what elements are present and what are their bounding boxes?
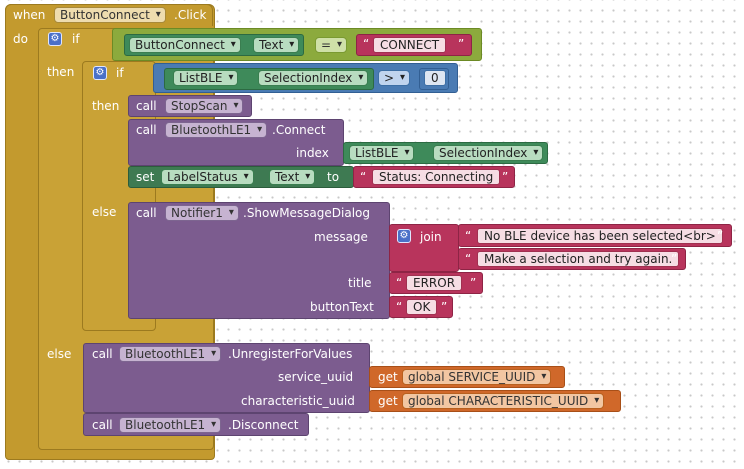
arg-component-dropdown[interactable]: ListBLE — [349, 145, 415, 161]
outer-if-label: if — [72, 32, 80, 46]
service-var-dropdown[interactable]: global SERVICE_UUID — [402, 369, 552, 385]
event-component-dropdown[interactable]: ButtonConnect — [54, 7, 166, 23]
buttontext-label: buttonText — [310, 300, 374, 314]
get-label: get — [378, 370, 398, 384]
open-quote-icon: “ — [465, 252, 472, 266]
set-component-dropdown[interactable]: LabelStatus — [161, 169, 254, 185]
open-quote-icon: “ — [396, 276, 403, 290]
text-ok-field[interactable]: OK — [406, 299, 438, 315]
call-label: call — [136, 99, 157, 113]
unregister-component-dropdown[interactable]: BluetoothLE1 — [119, 346, 222, 362]
open-quote-icon: “ — [360, 170, 367, 184]
event-name-label: .Click — [174, 8, 207, 22]
disconnect-component-dropdown[interactable]: BluetoothLE1 — [119, 417, 222, 433]
unregister-method-label: .UnregisterForValues — [228, 347, 353, 361]
join-label: join — [420, 230, 442, 244]
close-quote-icon: ” — [470, 276, 477, 290]
call-label: call — [92, 347, 113, 361]
service-uuid-label: service_uuid — [278, 370, 354, 384]
close-quote-icon: ” — [717, 229, 724, 243]
cond2-property-dropdown[interactable]: SelectionIndex — [258, 70, 369, 86]
close-quote-icon: ” — [502, 170, 509, 184]
inner-else-label: else — [92, 205, 117, 219]
when-label: when — [13, 8, 46, 22]
characteristic-uuid-label: characteristic_uuid — [241, 394, 355, 408]
outer-then-label: then — [47, 65, 75, 79]
call-label: call — [136, 123, 157, 137]
outer-else-label: else — [47, 347, 72, 361]
close-quote-icon: ” — [458, 37, 465, 51]
inner-then-label: then — [92, 99, 120, 113]
number-field[interactable]: 0 — [424, 70, 446, 86]
join-gear-icon[interactable]: ⚙ — [397, 229, 411, 243]
message-label: message — [314, 230, 368, 244]
cond-property-dropdown[interactable]: Text — [253, 37, 300, 53]
to-label: to — [327, 170, 340, 184]
arg-property-dropdown[interactable]: SelectionIndex — [433, 145, 544, 161]
get-label: get — [378, 394, 398, 408]
notifier-component-dropdown[interactable]: Notifier1 — [165, 205, 239, 221]
connect-component-dropdown[interactable]: BluetoothLE1 — [165, 122, 268, 138]
set-label: set — [136, 170, 155, 184]
notifier-method-label: .ShowMessageDialog — [243, 206, 371, 220]
cond2-component-dropdown[interactable]: ListBLE — [173, 70, 239, 86]
open-quote-icon: “ — [465, 229, 472, 243]
cond-component-dropdown[interactable]: ButtonConnect — [129, 37, 241, 53]
mutator-gear-icon-2[interactable]: ⚙ — [93, 66, 107, 80]
set-property-dropdown[interactable]: Text — [269, 169, 316, 185]
stopscan-dropdown[interactable]: StopScan — [165, 98, 244, 114]
connect-method-label: .Connect — [272, 123, 326, 137]
text-status-field[interactable]: Status: Connecting — [372, 169, 501, 185]
call-label: call — [136, 206, 157, 220]
call-label: call — [92, 418, 113, 432]
inner-if-label: if — [116, 66, 124, 80]
index-label: index — [296, 146, 329, 160]
title-label: title — [348, 276, 372, 290]
close-quote-icon: ” — [441, 300, 448, 314]
compare-operator-dropdown[interactable]: = — [315, 37, 348, 53]
characteristic-var-dropdown[interactable]: global CHARACTERISTIC_UUID — [402, 393, 605, 409]
do-label: do — [13, 32, 28, 46]
text-connect-field[interactable]: CONNECT — [373, 37, 447, 53]
text-no-device-field[interactable]: No BLE device has been selected<br> — [477, 228, 723, 244]
close-quote-icon: ” — [671, 252, 678, 266]
open-quote-icon: “ — [396, 300, 403, 314]
disconnect-method-label: .Disconnect — [228, 418, 299, 432]
mutator-gear-icon[interactable]: ⚙ — [48, 32, 62, 46]
open-quote-icon: “ — [363, 37, 370, 51]
text-try-again-field[interactable]: Make a selection and try again. — [477, 251, 680, 267]
math-operator-dropdown[interactable]: > — [378, 70, 411, 86]
text-error-field[interactable]: ERROR — [406, 275, 463, 291]
